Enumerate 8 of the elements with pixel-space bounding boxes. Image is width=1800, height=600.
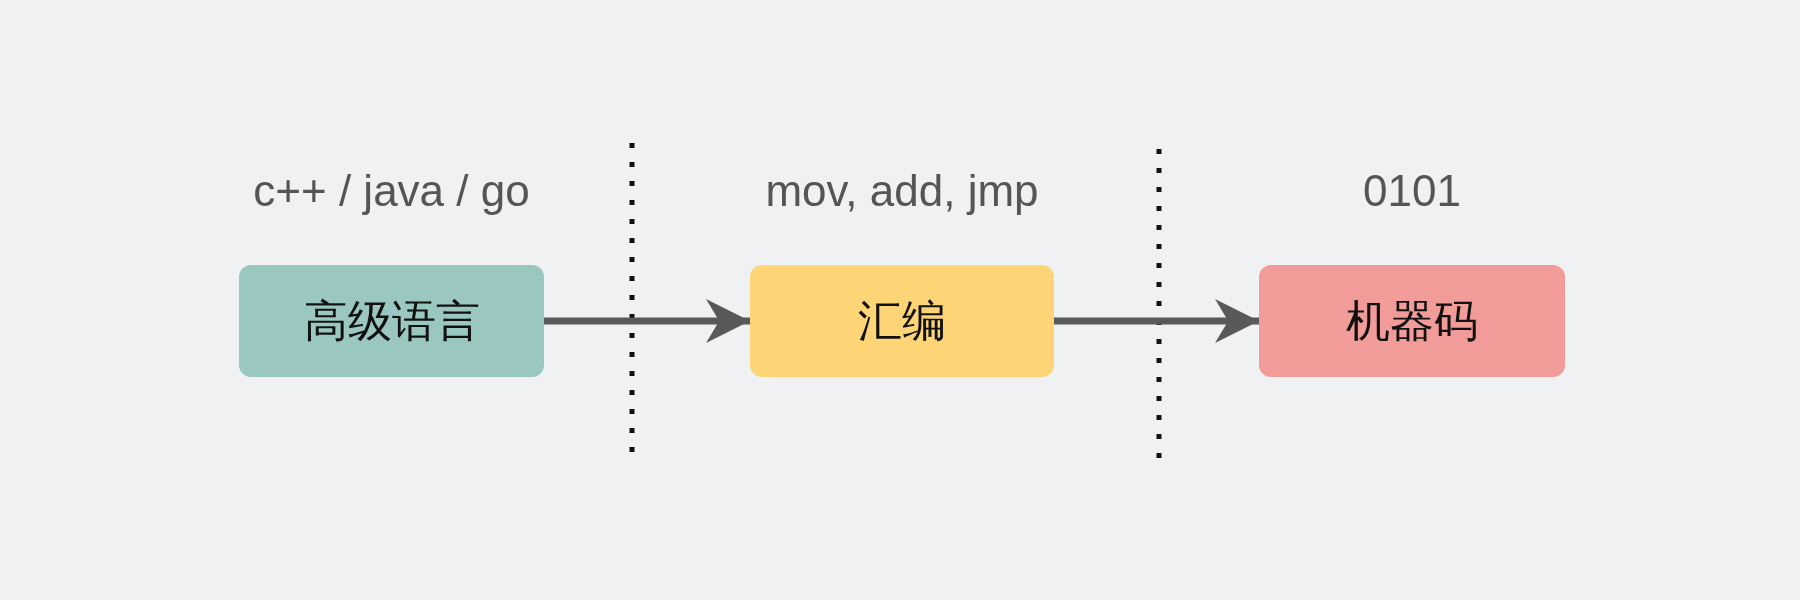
- arrow: [544, 299, 750, 343]
- process-box: 汇编: [750, 265, 1054, 377]
- example-label: 0101: [1363, 166, 1461, 216]
- example-label: mov, add, jmp: [765, 166, 1039, 216]
- process-box: 高级语言: [239, 265, 544, 377]
- arrow: [1054, 299, 1259, 343]
- process-box: 机器码: [1259, 265, 1565, 377]
- example-label: c++ / java / go: [253, 166, 530, 216]
